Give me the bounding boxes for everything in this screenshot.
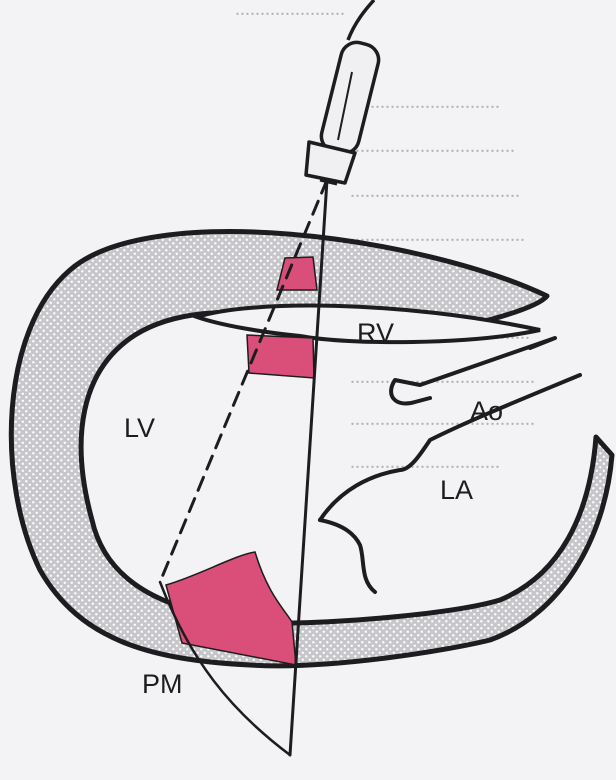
label-lv: LV <box>124 413 155 443</box>
svg-text:..............................: ................................... <box>350 224 525 246</box>
svg-text:..............................: .............................. <box>350 451 500 473</box>
svg-text:..............................: .............................. <box>350 91 500 113</box>
segment-septum <box>247 335 314 378</box>
label-la: LA <box>440 475 473 505</box>
mitral-leaflet <box>320 520 375 592</box>
svg-text:..............................: ..................................... <box>350 408 535 430</box>
label-rv: RV <box>357 318 394 348</box>
label-ao: Ao <box>470 396 503 426</box>
svg-text:..............................: .................................. <box>350 180 520 202</box>
heart-wall <box>11 232 612 666</box>
svg-text:..............................: ................................. <box>350 135 515 157</box>
probe-cable <box>348 0 374 40</box>
svg-text:......................: ...................... <box>235 0 345 20</box>
label-pm: PM <box>142 669 183 699</box>
heart-outer-wall <box>11 232 612 666</box>
